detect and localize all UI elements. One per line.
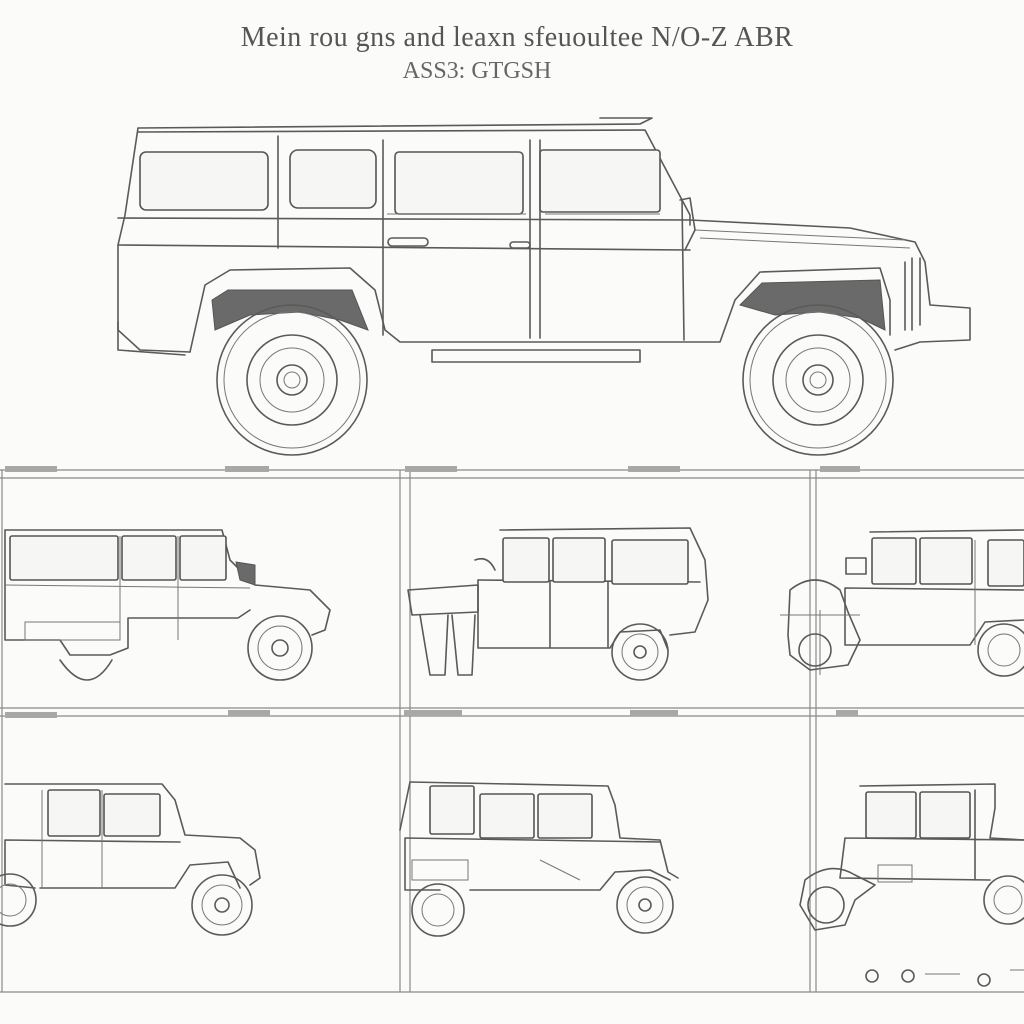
panel-grid	[0, 466, 1024, 993]
title-block: Mein rou gns and leaxn sfeuoultee N/O-Z …	[0, 22, 1024, 85]
quarter-window	[289, 149, 377, 209]
panel-4-view	[0, 783, 261, 936]
door-handle	[387, 237, 429, 247]
panel-3-view	[780, 529, 1024, 677]
panel-6-view	[799, 783, 1024, 987]
sheet-title: Mein rou gns and leaxn sfeuoultee N/O-Z …	[240, 22, 794, 53]
rear-door-window	[394, 151, 524, 215]
front-wheel	[742, 304, 894, 456]
panel-1-view	[4, 529, 331, 681]
panel-5-view	[399, 781, 679, 937]
main-side-view	[117, 117, 971, 456]
rear-window	[139, 151, 269, 211]
front-door-window	[539, 149, 661, 213]
sheet-subtitle: ASS3: GTGSH	[402, 58, 552, 84]
panel-2-view	[407, 527, 709, 681]
rear-wheel	[216, 304, 368, 456]
